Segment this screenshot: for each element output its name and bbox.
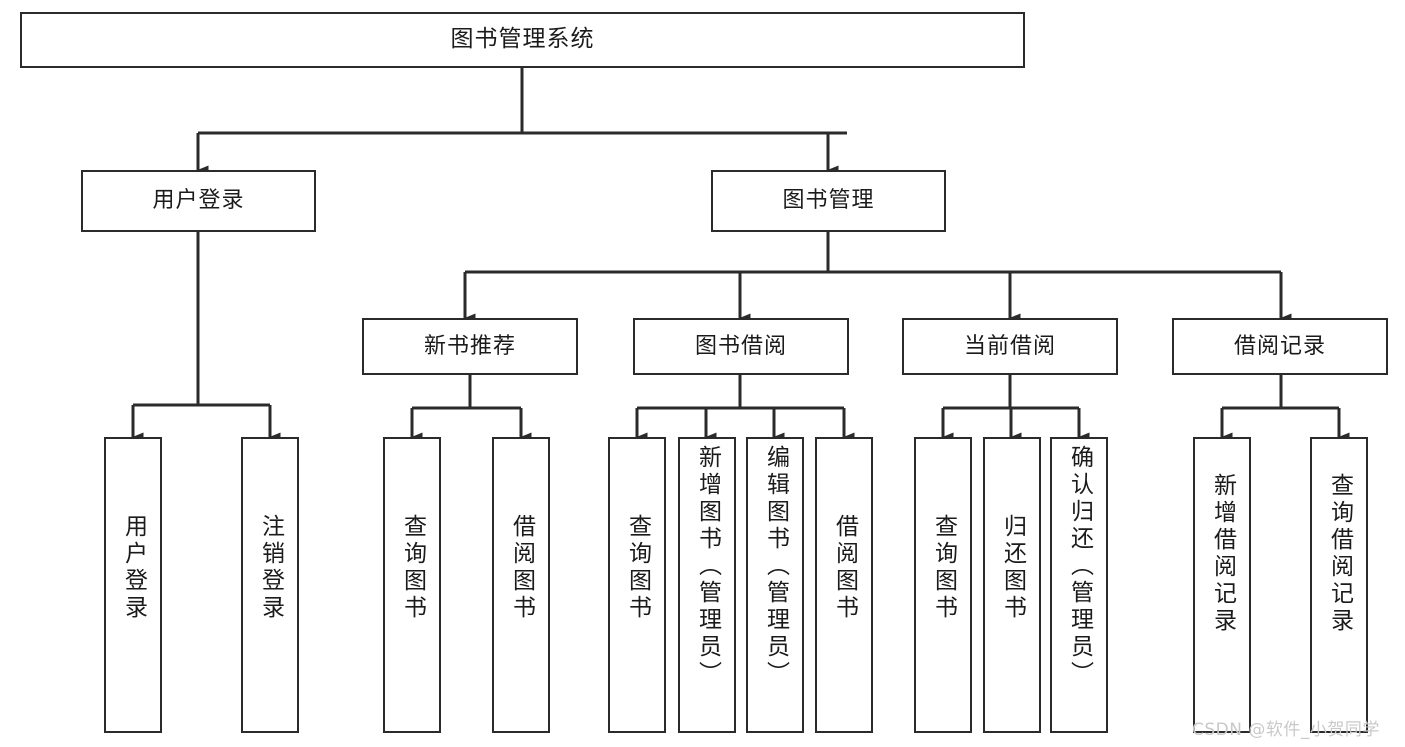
node-label: 图书管理系统 xyxy=(450,26,595,53)
leaf-current-confirm-return-admin[interactable]: 确认归还（管理员） xyxy=(1050,437,1108,733)
node-label: 图书借阅 xyxy=(694,333,787,359)
node-label: 借阅图书 xyxy=(831,514,858,622)
node-label: 查询借阅记录 xyxy=(1326,473,1353,635)
leaf-borrow-query-book[interactable]: 查询图书 xyxy=(608,437,666,733)
node-book-management[interactable]: 图书管理 xyxy=(711,170,946,232)
node-label: 确认归还（管理员） xyxy=(1066,445,1093,688)
node-label: 新增图书（管理员） xyxy=(694,445,721,688)
node-label: 图书管理 xyxy=(782,188,875,214)
node-borrow-record[interactable]: 借阅记录 xyxy=(1172,318,1388,375)
node-label: 查询图书 xyxy=(399,514,426,622)
leaf-borrow-add-book-admin[interactable]: 新增图书（管理员） xyxy=(678,437,736,733)
node-label: 查询图书 xyxy=(624,514,651,622)
node-user-login[interactable]: 用户登录 xyxy=(81,170,316,232)
node-label: 编辑图书（管理员） xyxy=(762,445,789,688)
leaf-borrow-edit-book-admin[interactable]: 编辑图书（管理员） xyxy=(746,437,804,733)
node-new-book-recommend[interactable]: 新书推荐 xyxy=(362,318,578,375)
node-root-system[interactable]: 图书管理系统 xyxy=(20,12,1025,68)
leaf-user-login-signin[interactable]: 用户登录 xyxy=(104,437,162,733)
leaf-current-return-book[interactable]: 归还图书 xyxy=(983,437,1041,733)
leaf-current-query-book[interactable]: 查询图书 xyxy=(914,437,972,733)
node-label: 归还图书 xyxy=(999,514,1026,622)
node-label: 当前借阅 xyxy=(963,333,1056,359)
node-label: 用户登录 xyxy=(120,514,147,622)
leaf-borrow-borrow-book[interactable]: 借阅图书 xyxy=(815,437,873,733)
leaf-record-add-record[interactable]: 新增借阅记录 xyxy=(1193,437,1251,733)
node-label: 借阅图书 xyxy=(508,514,535,622)
node-label: 查询图书 xyxy=(930,514,957,622)
leaf-record-query-record[interactable]: 查询借阅记录 xyxy=(1310,437,1368,733)
node-book-borrow[interactable]: 图书借阅 xyxy=(633,318,849,375)
leaf-new-book-borrow[interactable]: 借阅图书 xyxy=(492,437,550,733)
node-label: 注销登录 xyxy=(257,514,284,622)
node-label: 新书推荐 xyxy=(423,333,516,359)
node-label: 新增借阅记录 xyxy=(1209,473,1236,635)
leaf-new-book-query[interactable]: 查询图书 xyxy=(383,437,441,733)
node-current-borrow[interactable]: 当前借阅 xyxy=(902,318,1118,375)
leaf-user-login-signout[interactable]: 注销登录 xyxy=(241,437,299,733)
node-label: 借阅记录 xyxy=(1233,333,1326,359)
csdn-watermark: CSDN @软件_小贺同学 xyxy=(1192,720,1380,740)
node-label: 用户登录 xyxy=(152,188,245,214)
